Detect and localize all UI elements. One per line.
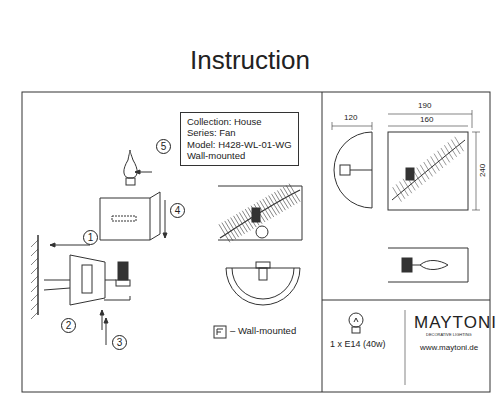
leader-arrow <box>165 200 166 238</box>
side-view <box>334 132 372 208</box>
arrow-head <box>163 233 167 238</box>
lamp-front-view <box>218 184 302 243</box>
bulb <box>124 150 137 185</box>
lamp-spec: 1 x E14 (40w) <box>330 340 386 350</box>
sheet-frame <box>22 92 490 392</box>
arrow-head <box>104 318 108 323</box>
wall-hatch <box>31 240 38 319</box>
front-view-small <box>388 132 468 210</box>
info-line: Model: H428-WL-01-WG <box>187 139 292 150</box>
divider <box>405 310 406 385</box>
info-line: Wall-mounted <box>187 150 292 161</box>
panel-divider <box>322 92 323 392</box>
dimension-lines <box>332 110 480 210</box>
bracket-assembly <box>44 255 130 305</box>
brand-logo: MAYTONI <box>414 314 497 333</box>
info-line: Collection: House <box>187 116 292 127</box>
dimension: 120 <box>344 114 357 123</box>
callout-number: 3 <box>112 335 127 350</box>
title: Instruction <box>190 46 310 75</box>
arrow-head <box>50 243 55 247</box>
info-line: Series: Fan <box>187 127 292 138</box>
legend-text: – Wall-mounted <box>230 326 296 336</box>
arrow-head <box>135 170 140 174</box>
website: www.maytoni.de <box>420 344 478 353</box>
arrow-head <box>100 310 104 315</box>
dimension: 190 <box>418 102 431 111</box>
leader-arrow <box>50 245 90 246</box>
panel-divider <box>322 300 490 301</box>
callout-number: 2 <box>61 318 76 333</box>
detail-view <box>388 248 468 282</box>
info-box: Collection: HouseSeries: FanModel: H428-… <box>180 112 299 166</box>
callout-number: 5 <box>156 139 171 154</box>
callout-number: 4 <box>170 203 185 218</box>
wall-mount-symbol <box>214 326 226 338</box>
brand-tagline: DECORATIVE LIGHTING <box>426 333 472 337</box>
dimension: 240 <box>479 164 488 177</box>
shade <box>100 192 160 240</box>
callout-number: 1 <box>83 230 98 245</box>
lamp-top-view <box>226 262 300 305</box>
bulb-icon <box>349 313 363 333</box>
dimension: 160 <box>420 116 433 125</box>
